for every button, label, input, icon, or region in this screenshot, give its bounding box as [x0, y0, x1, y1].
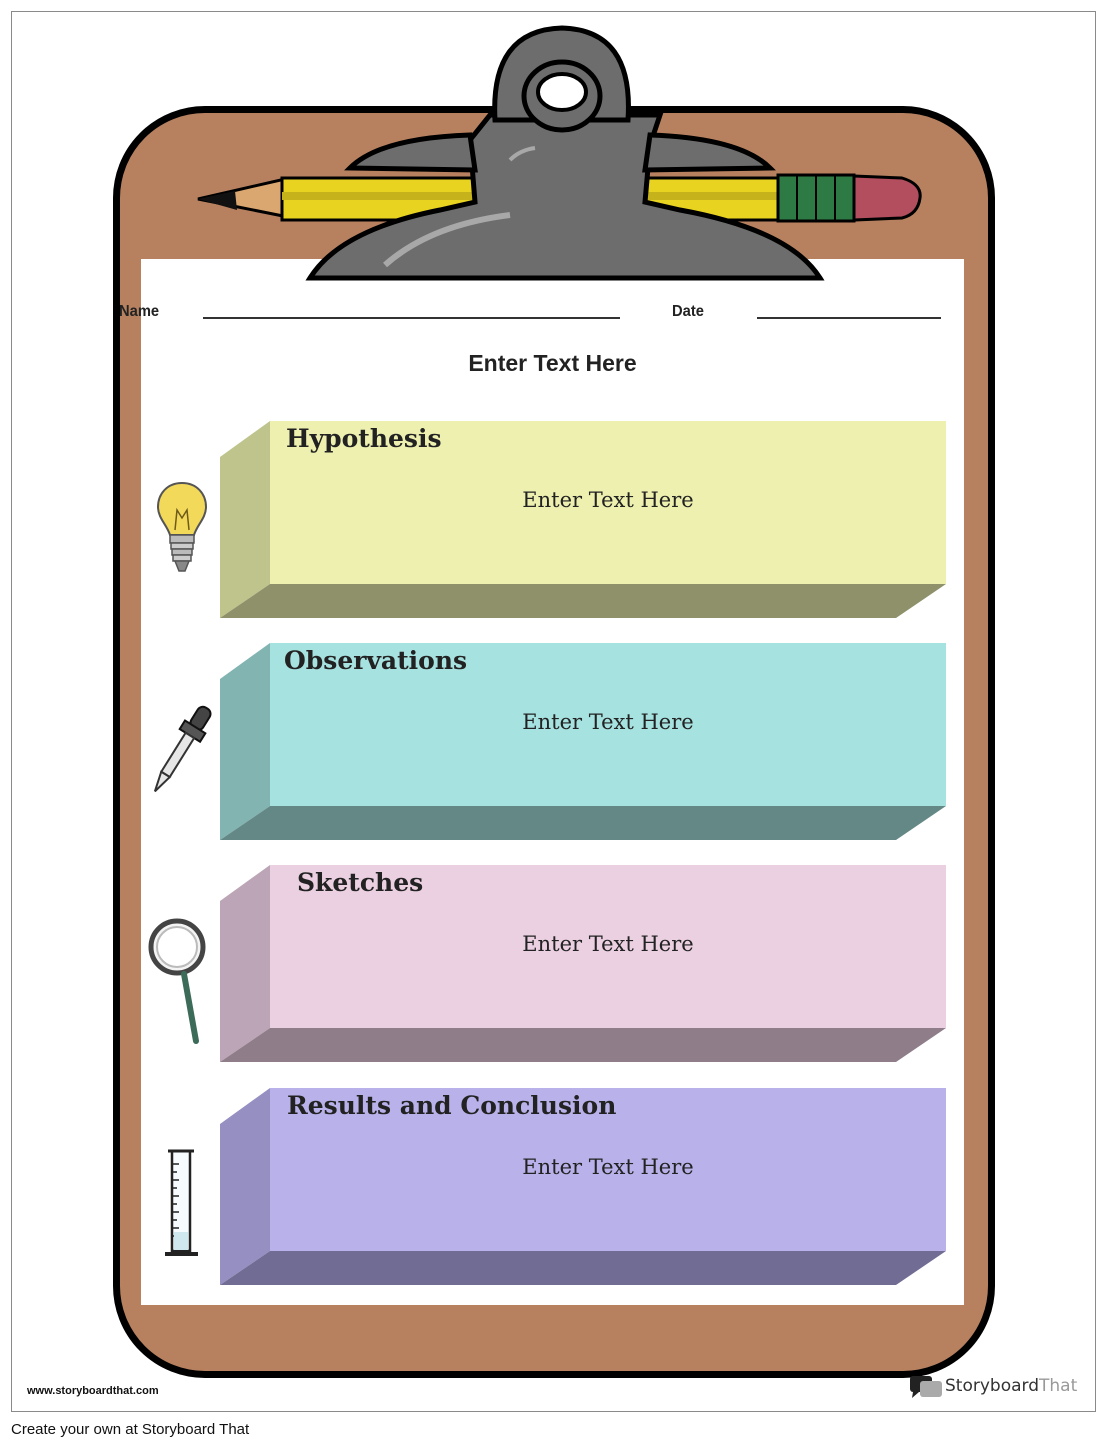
create-your-own-link[interactable]: Create your own at Storyboard That — [11, 1421, 250, 1438]
hypothesis-heading: Hypothesis — [286, 424, 442, 453]
section-observations: Observations Enter Text Here — [220, 643, 946, 840]
hypothesis-text[interactable]: Enter Text Here — [522, 488, 694, 512]
sketches-heading: Sketches — [297, 868, 424, 897]
worksheet-title[interactable]: Enter Text Here — [468, 350, 637, 376]
observations-heading: Observations — [284, 646, 468, 675]
observations-text[interactable]: Enter Text Here — [522, 710, 694, 734]
section-results-conclusion: Results and Conclusion Enter Text Here — [220, 1088, 946, 1285]
date-label: Date — [672, 303, 704, 320]
magnifying-glass-icon — [148, 918, 206, 1044]
speech-bubble-icon — [910, 1376, 942, 1398]
section-hypothesis: Hypothesis Enter Text Here — [220, 421, 946, 618]
hypothesis-box-shape — [220, 421, 946, 618]
light-bulb-icon — [156, 481, 208, 572]
section-sketches: Sketches Enter Text Here — [220, 865, 946, 1062]
sketches-box-shape — [220, 865, 946, 1062]
sketches-text[interactable]: Enter Text Here — [522, 932, 694, 956]
observations-box-shape — [220, 643, 946, 840]
date-field[interactable] — [757, 317, 941, 319]
clipboard-clip-icon — [197, 25, 922, 281]
footer-url[interactable]: www.storyboardthat.com — [27, 1385, 159, 1397]
storyboardthat-logo[interactable]: StoryboardThat — [909, 1374, 1084, 1400]
graduated-cylinder-icon — [165, 1149, 198, 1256]
results-box-shape — [220, 1088, 946, 1285]
brand-name-light: That — [1039, 1376, 1078, 1396]
name-field[interactable] — [203, 317, 620, 319]
name-label: Name — [119, 303, 160, 320]
results-text[interactable]: Enter Text Here — [522, 1155, 694, 1179]
brand-name: StoryboardThat — [945, 1376, 1077, 1396]
brand-name-bold: Storyboard — [945, 1376, 1039, 1396]
dropper-icon — [153, 705, 212, 793]
results-heading: Results and Conclusion — [287, 1091, 617, 1120]
